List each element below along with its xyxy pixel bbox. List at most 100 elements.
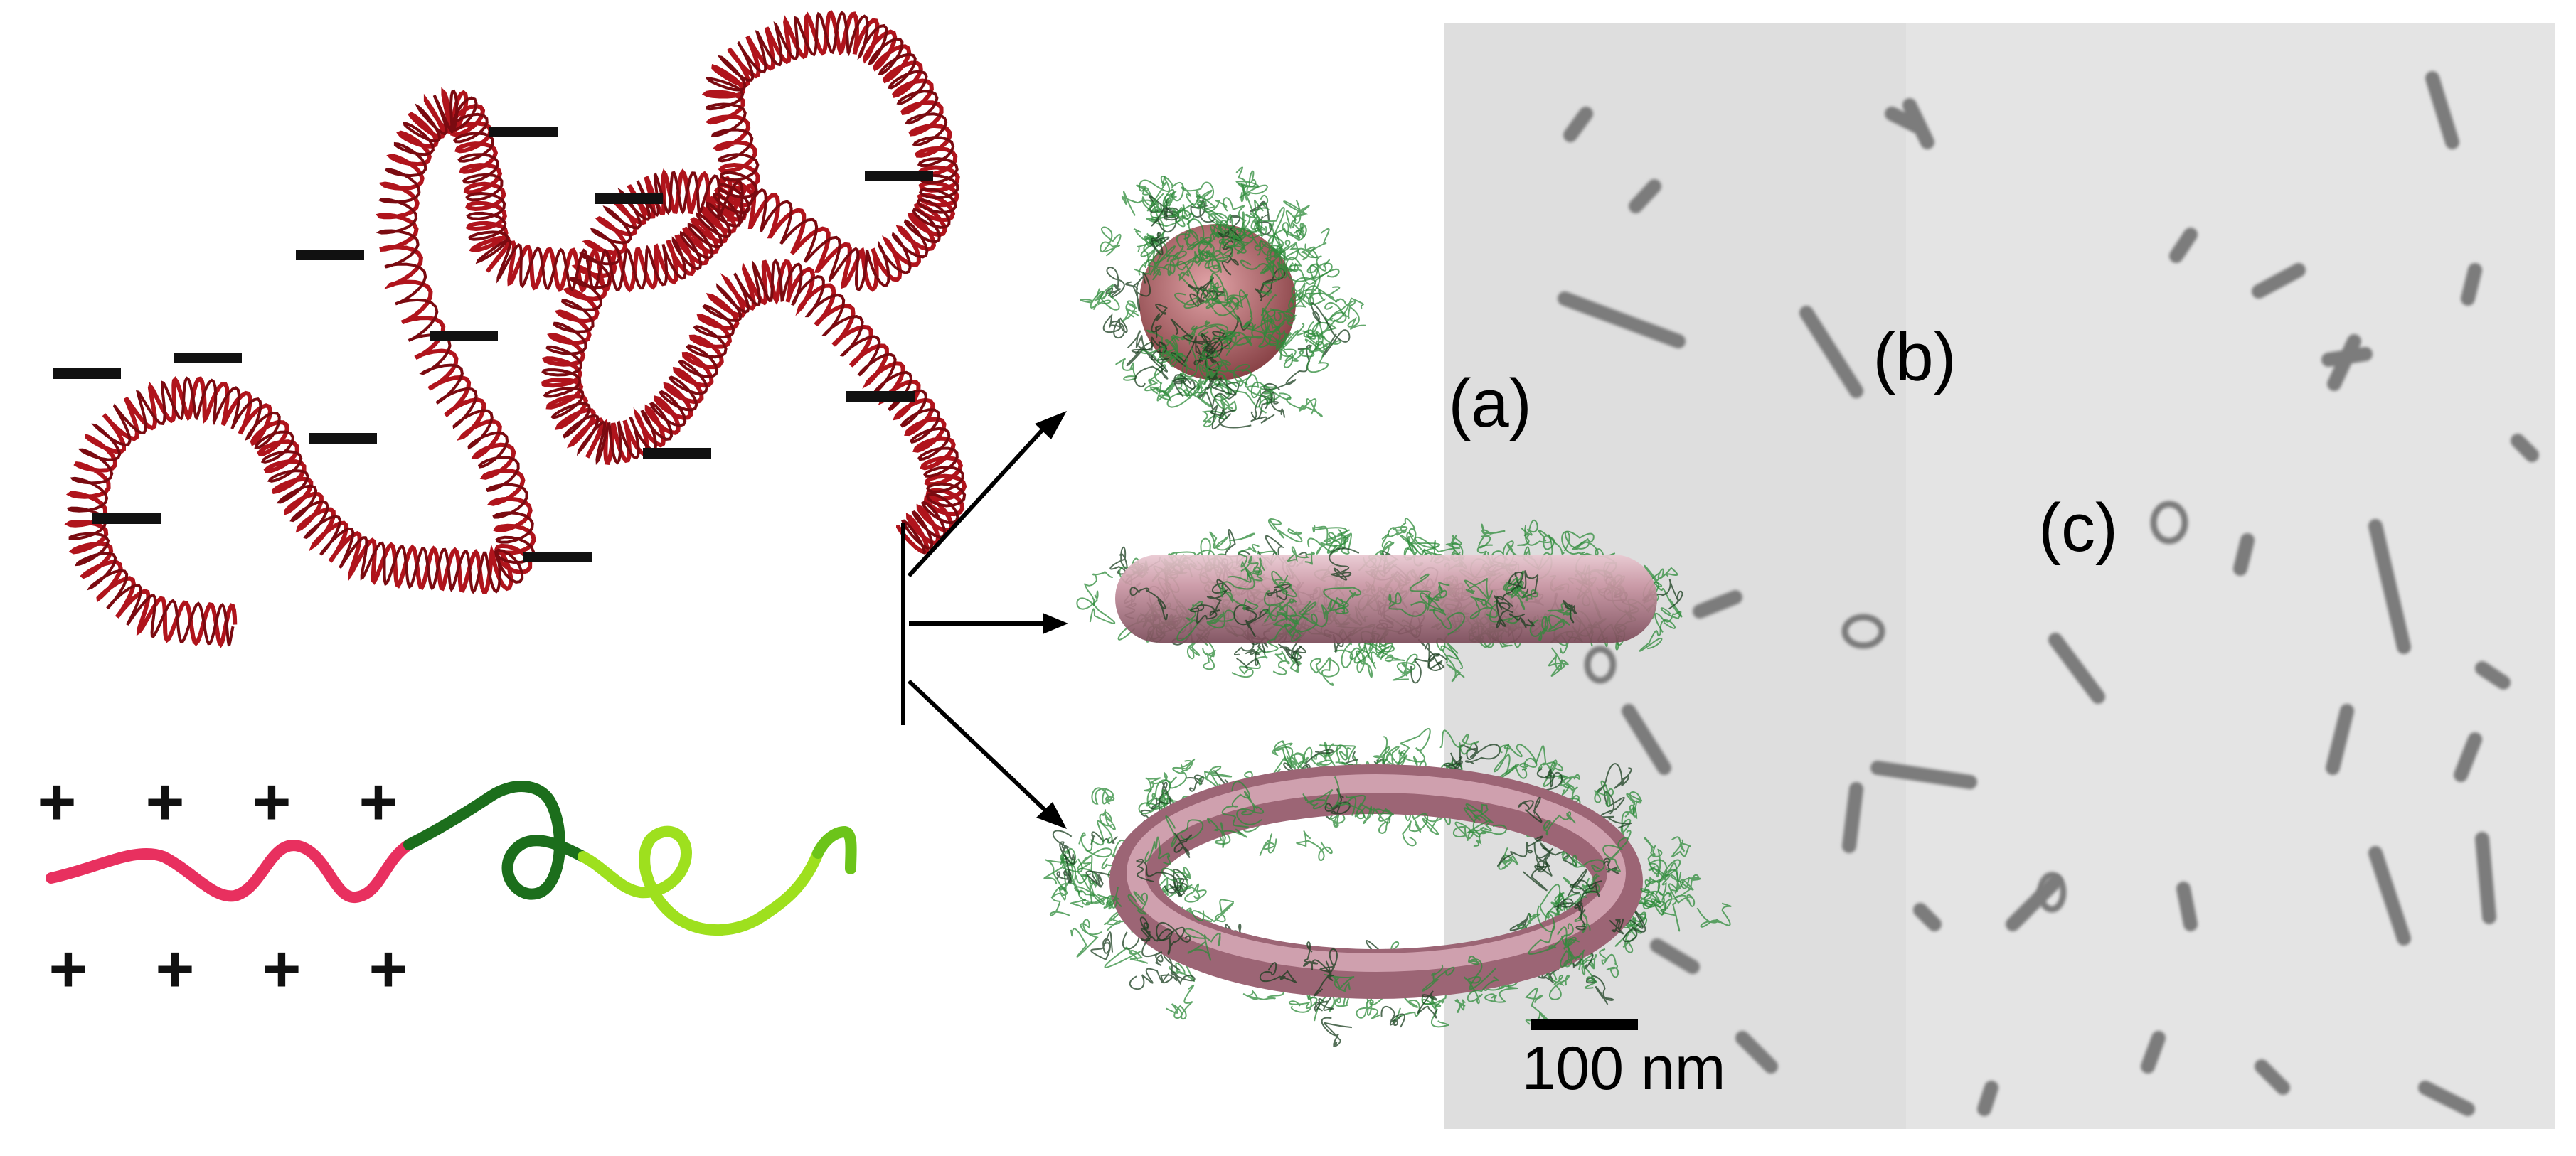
- tem-rod: [2461, 263, 2482, 306]
- corona-chain: [1283, 199, 1310, 225]
- positive-charge: +: [369, 931, 408, 1006]
- corona-chain: [1172, 326, 1198, 346]
- corona-chain: [1144, 771, 1171, 792]
- corona-chain: [1593, 780, 1614, 808]
- corona-chain: [1191, 899, 1235, 923]
- corona-chain: [1650, 866, 1685, 894]
- panel-label-b: (b): [1873, 319, 1956, 395]
- corona-chain: [1100, 226, 1122, 257]
- corona-chain: [1184, 928, 1221, 961]
- corona-chain: [1417, 639, 1443, 669]
- corona-chain: [1217, 215, 1242, 242]
- corona-chain: [1271, 740, 1293, 778]
- corona-chain: [1121, 300, 1140, 323]
- polymer-cationic-block: [46, 839, 415, 903]
- tem-rod: [1870, 761, 1977, 789]
- arrow-to-toroid: [907, 679, 1048, 813]
- corona-chain: [1084, 571, 1113, 606]
- spherical-micelle-icon: [1080, 166, 1366, 430]
- corona-chain: [1263, 328, 1297, 368]
- corona-chain: [1307, 286, 1341, 305]
- corona-chain: [1223, 197, 1265, 232]
- corona-chain: [1169, 758, 1196, 789]
- corona-chain: [1156, 921, 1191, 955]
- corona-chain: [1644, 837, 1663, 874]
- corona-chain: [1062, 847, 1087, 884]
- corona-chain: [1417, 990, 1439, 1019]
- positive-charge: +: [49, 931, 88, 1006]
- corona-chain: [1356, 999, 1381, 1019]
- corona-chain: [1059, 850, 1078, 866]
- corona-chain: [1129, 587, 1169, 621]
- corona-chain: [1245, 374, 1274, 414]
- negative-charge: [296, 250, 364, 260]
- corona-chain: [1319, 743, 1356, 761]
- corona-chain: [1260, 309, 1297, 333]
- tem-rod: [2368, 519, 2411, 654]
- corona-chain: [1259, 962, 1297, 983]
- corona-chain: [1173, 833, 1193, 858]
- corona-chain: [1296, 318, 1324, 346]
- corona-chain: [1640, 880, 1665, 908]
- corona-chain: [1602, 837, 1629, 872]
- corona-chain: [1503, 744, 1538, 771]
- corona-chain: [1134, 341, 1169, 387]
- corona-chain: [1080, 291, 1112, 311]
- tem-rod: [1622, 704, 1671, 775]
- toroid-corona-front: [1107, 776, 1685, 1019]
- positive-charge: +: [359, 764, 398, 839]
- tem-rod: [1563, 107, 1593, 142]
- corona-chain: [1259, 833, 1277, 857]
- corona-chain: [1176, 260, 1200, 294]
- tem-rod: [1558, 291, 1686, 348]
- corona-chain: [1267, 222, 1301, 245]
- corona-chain: [1236, 791, 1265, 825]
- corona-chain: [1349, 638, 1393, 664]
- corona-chain: [1547, 603, 1572, 620]
- corona-chain: [1202, 234, 1246, 273]
- tem-rod: [2176, 882, 2198, 931]
- corona-chain: [1639, 619, 1676, 652]
- corona-chain: [1242, 294, 1281, 342]
- polymer-neutral-block-dark: [403, 781, 589, 900]
- corona-chain: [1070, 919, 1102, 958]
- corona-chain: [1286, 397, 1323, 417]
- negative-charge: [174, 353, 242, 363]
- corona-chain: [1523, 745, 1555, 773]
- corona-chain: [1169, 233, 1191, 274]
- corona-chain: [1518, 796, 1543, 823]
- corona-chain: [1204, 250, 1229, 273]
- corona-chain: [1516, 585, 1538, 602]
- corona-chain: [1044, 855, 1075, 892]
- corona-chain: [1475, 590, 1518, 624]
- corona-chain: [1156, 372, 1201, 402]
- corona-chain: [1077, 847, 1112, 872]
- corona-chain: [1160, 176, 1184, 208]
- corona-chain: [1272, 651, 1290, 675]
- tem-rod: [1693, 590, 1742, 619]
- corona-chain: [1190, 603, 1218, 624]
- corona-chain: [1307, 528, 1349, 555]
- corona-chain: [1463, 975, 1500, 1005]
- rod-core: [1115, 555, 1657, 643]
- negative-charge: [53, 368, 121, 379]
- dna-helix-strand: [66, 11, 967, 647]
- corona-chain: [1313, 948, 1338, 997]
- corona-chain: [1127, 891, 1148, 915]
- corona-chain: [1666, 883, 1696, 907]
- corona-chain: [1449, 744, 1476, 770]
- tem-rod: [2233, 533, 2255, 576]
- tem-rod: [2368, 846, 2411, 946]
- corona-chain: [1052, 830, 1075, 865]
- corona-chain: [1392, 653, 1418, 681]
- corona-chain: [1329, 547, 1360, 581]
- corona-chain: [1127, 330, 1168, 373]
- tem-rod: [2418, 1081, 2475, 1116]
- corona-chain: [1422, 964, 1455, 992]
- scale-bar-line: [1531, 1019, 1638, 1030]
- corona-chain: [1144, 236, 1211, 268]
- corona-chain: [1335, 744, 1352, 765]
- corona-chain: [1221, 584, 1259, 611]
- corona-chain: [1543, 811, 1577, 836]
- corona-chain: [1165, 815, 1204, 847]
